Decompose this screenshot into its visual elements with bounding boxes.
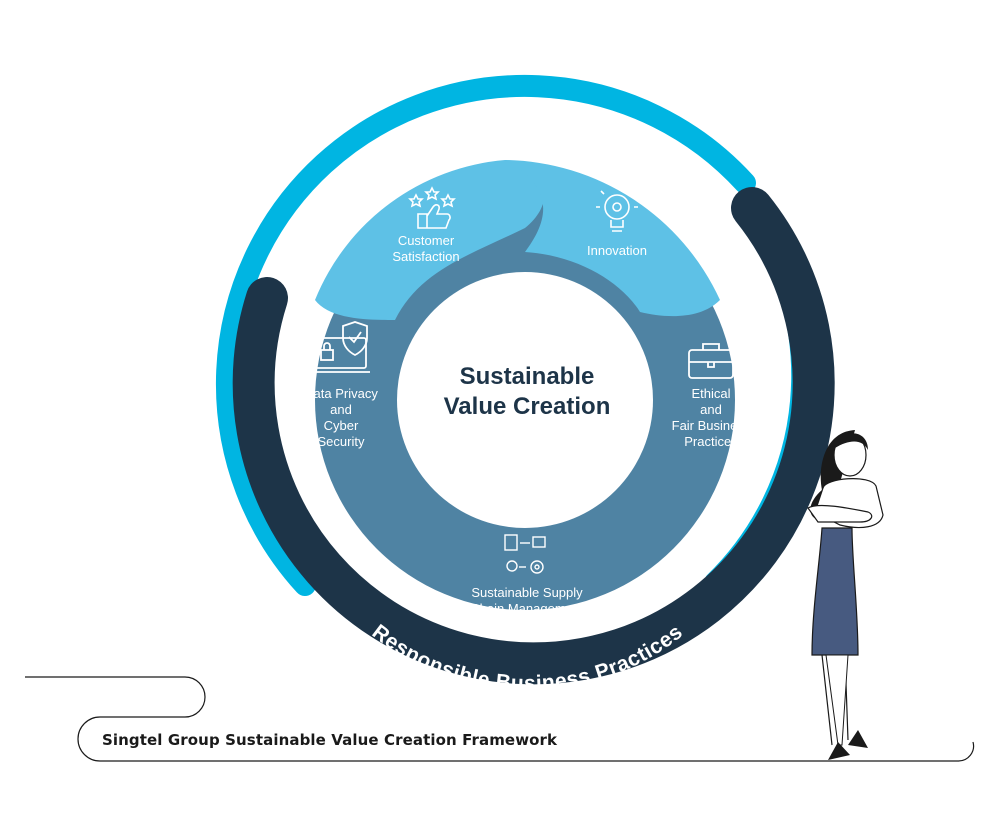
lightbulb-gear-icon: [596, 184, 638, 232]
woman-illustration: [807, 430, 884, 760]
segment-label-data-privacy-4: Security: [318, 434, 365, 449]
segment-label-customer-satisfaction-1: Customer: [398, 233, 455, 248]
segment-label-ethical-4: Practices: [684, 434, 738, 449]
segment-label-data-privacy-1: Data Privacy: [304, 386, 378, 401]
segment-label-data-privacy-2: and: [330, 402, 352, 417]
segment-label-customer-satisfaction-2: Satisfaction: [392, 249, 459, 264]
center-title-line1: Sustainable: [460, 363, 595, 390]
briefcase-icon: [688, 343, 734, 379]
segment-label-supply-chain-1: Sustainable Supply: [471, 585, 583, 600]
center-circle: [397, 272, 653, 528]
customer-experience-ring: [216, 75, 756, 596]
center-title-line2: Value Creation: [444, 393, 611, 420]
segment-innovation: [505, 160, 720, 317]
thumbs-up-stars-icon: [408, 186, 456, 229]
caption: Singtel Group Sustainable Value Creation…: [102, 731, 558, 749]
responsible-practices-ring: [232, 187, 835, 685]
segment-label-ethical-2: and: [700, 402, 722, 417]
segment-customer-satisfaction: [315, 160, 545, 320]
segment-label-innovation: Innovation: [587, 243, 647, 258]
laptop-shield-lock-icon: [310, 321, 370, 373]
segment-label-ethical-3: Fair Business: [672, 418, 751, 433]
supply-chain-icon: [504, 534, 546, 574]
segment-label-supply-chain-2: Chain Management: [470, 601, 584, 616]
decorative-line: [25, 676, 975, 762]
segment-label-ethical-1: Ethical: [691, 386, 730, 401]
segment-label-data-privacy-3: Cyber: [324, 418, 359, 433]
customer-experience-label: Customer Experience: [412, 113, 634, 158]
